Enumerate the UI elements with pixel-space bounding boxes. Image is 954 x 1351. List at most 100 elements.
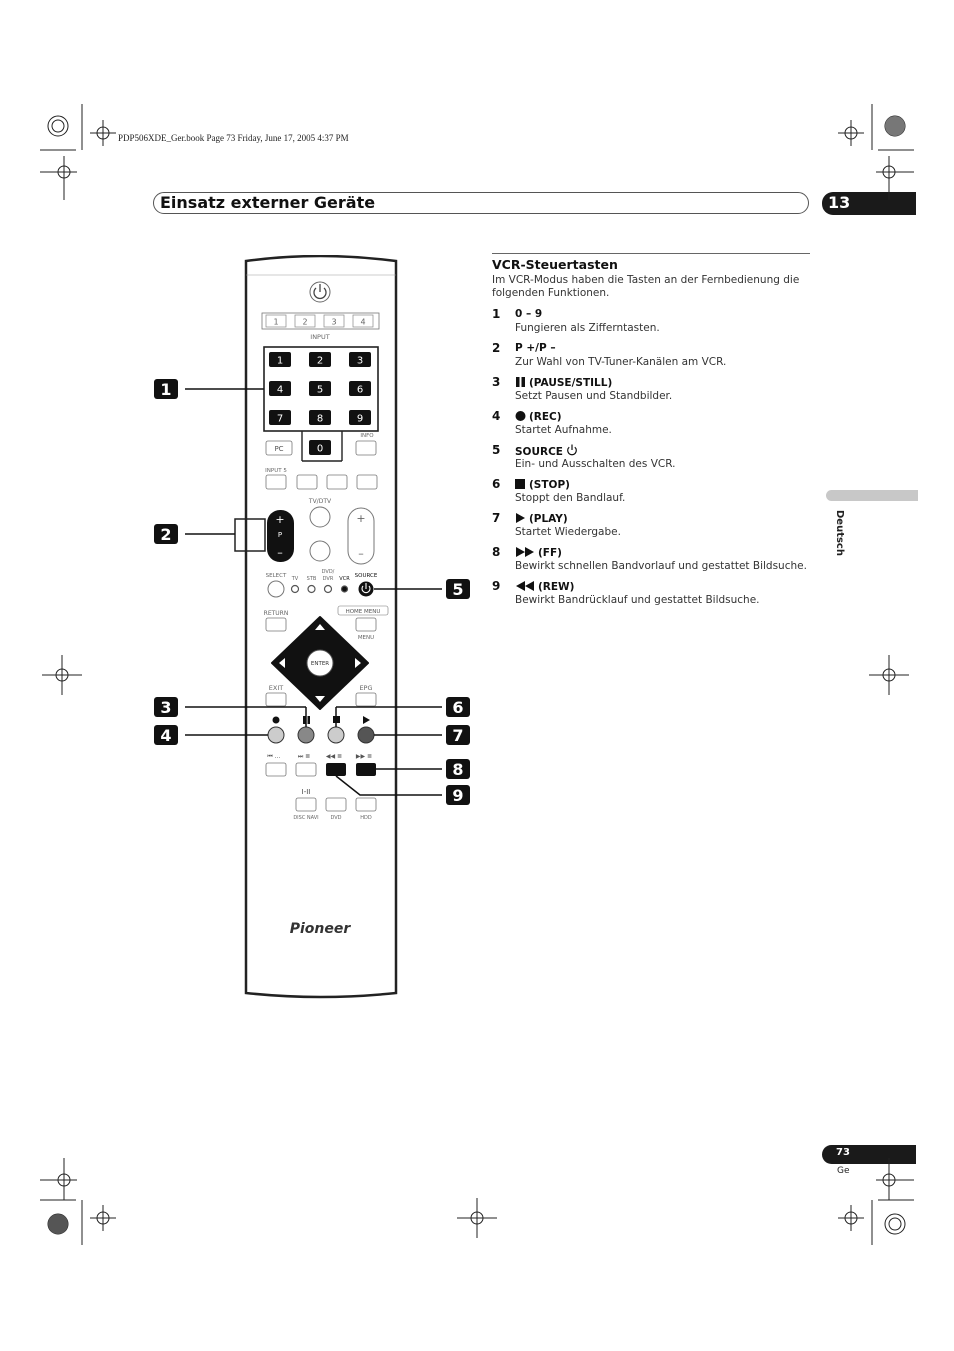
- item-number: 1: [492, 307, 501, 321]
- source-label: SOURCE: [355, 573, 378, 579]
- input-button: [294, 314, 316, 328]
- number-key: [309, 440, 331, 455]
- pause-icon: [515, 377, 529, 389]
- callout-number: 4: [160, 726, 171, 745]
- item-description: Startet Wiedergabe.: [515, 526, 621, 538]
- item-key-label: 0 – 9: [515, 308, 543, 320]
- mode-label: DVD/: [322, 569, 335, 575]
- number-key-label: 3: [357, 356, 363, 367]
- input-button-label: 4: [360, 318, 365, 327]
- chapter-header-bar: [153, 192, 809, 214]
- item-key-label: (STOP): [529, 479, 570, 491]
- callout-badge: [154, 379, 178, 399]
- power-icon: [563, 444, 581, 458]
- language-tab: [826, 490, 918, 501]
- input-button: [323, 314, 345, 328]
- disc-navi-label: DISC NAVI: [293, 815, 318, 821]
- number-key-label: 5: [317, 385, 323, 396]
- callout-badge: [446, 697, 470, 717]
- item-key-label: SOURCE: [515, 446, 563, 458]
- info-label: INFO: [360, 433, 374, 439]
- callout-badge: [446, 725, 470, 745]
- item-description: Setzt Pausen und Standbilder.: [515, 390, 673, 402]
- brand-logo: Pioneer: [290, 921, 352, 937]
- number-key-label: 9: [357, 414, 363, 425]
- item-key-name: SOURCE: [515, 444, 581, 458]
- item-key-name: (FF): [515, 546, 562, 559]
- p-label: P: [278, 531, 282, 539]
- number-key: [269, 381, 291, 396]
- mode-led: [290, 584, 300, 594]
- number-key-label: 6: [357, 385, 363, 396]
- callout-number: 7: [452, 726, 463, 745]
- audio-label: I-II: [302, 788, 311, 796]
- mode-led: [307, 584, 316, 594]
- svg-text:+: +: [275, 513, 284, 526]
- item-description: Stoppt den Bandlauf.: [515, 492, 626, 504]
- epg-label: EPG: [359, 684, 372, 692]
- input5-label: INPUT 5: [265, 468, 287, 474]
- exit-label: EXIT: [269, 684, 283, 692]
- number-key: [269, 352, 291, 367]
- item-key-label: (REW): [538, 581, 575, 593]
- number-key: [309, 381, 331, 396]
- mode-label: TV: [291, 576, 299, 582]
- section-rule: [492, 253, 810, 254]
- item-number: 7: [492, 511, 501, 525]
- svg-text:–: –: [277, 546, 283, 559]
- item-key-label: P +/P –: [515, 342, 556, 354]
- item-number: 6: [492, 477, 501, 491]
- rewind-icon: [515, 581, 538, 593]
- item-key-name: (PAUSE/STILL): [515, 376, 612, 389]
- number-key: [349, 410, 371, 425]
- item-description: Ein- und Ausschalten des VCR.: [515, 458, 676, 470]
- chapter-badge: [822, 192, 916, 215]
- item-description: Fungieren als Zifferntasten.: [515, 322, 660, 334]
- number-key: [309, 410, 331, 425]
- number-key-label: 7: [277, 414, 283, 425]
- item-number: 5: [492, 443, 501, 457]
- callout-number: 6: [452, 698, 463, 717]
- item-key-name: (STOP): [515, 478, 570, 491]
- item-key-name: (REC): [515, 410, 562, 423]
- page-language-code: Ge: [837, 1166, 850, 1176]
- input-button-label: 1: [273, 318, 278, 327]
- item-key-name: (REW): [515, 580, 574, 593]
- page-badge: [822, 1145, 916, 1164]
- menu-label: MENU: [358, 635, 374, 641]
- language-label: Deutsch: [834, 510, 845, 556]
- mode-led: [340, 585, 349, 593]
- svg-text:+: +: [356, 512, 365, 525]
- item-key-label: (PAUSE/STILL): [529, 377, 613, 389]
- input-label: INPUT: [310, 333, 329, 341]
- file-info: PDP506XDE_Ger.book Page 73 Friday, June …: [118, 133, 349, 143]
- pc-label: PC: [274, 445, 283, 453]
- item-number: 3: [492, 375, 501, 389]
- number-key: [309, 352, 331, 367]
- play-icon: [515, 513, 529, 525]
- item-number: 4: [492, 409, 501, 423]
- callout-number: 9: [452, 786, 463, 805]
- mode-label: STB: [307, 576, 317, 582]
- callout-badge: [446, 785, 470, 805]
- svg-text:◀◀ ≣: ◀◀ ≣: [326, 753, 342, 760]
- stop-icon: [515, 479, 529, 491]
- number-key: [349, 352, 371, 367]
- item-number: 8: [492, 545, 501, 559]
- input-button-label: 3: [331, 318, 336, 327]
- number-key-label: 2: [317, 356, 323, 367]
- callout-badge: [446, 759, 470, 779]
- item-number: 9: [492, 579, 501, 593]
- callout-number: 5: [452, 580, 463, 599]
- enter-label: ENTER: [311, 661, 329, 667]
- section-title: VCR-Steuertasten: [492, 257, 618, 272]
- mode-led: [323, 584, 333, 594]
- number-key: [269, 410, 291, 425]
- input-button: [352, 314, 374, 328]
- item-key-label: (FF): [538, 547, 562, 559]
- svg-text:⏮ …: ⏮ …: [267, 753, 280, 760]
- item-key-label: (REC): [529, 411, 562, 423]
- number-key-label: 8: [317, 414, 323, 425]
- svg-text:–: –: [358, 547, 364, 560]
